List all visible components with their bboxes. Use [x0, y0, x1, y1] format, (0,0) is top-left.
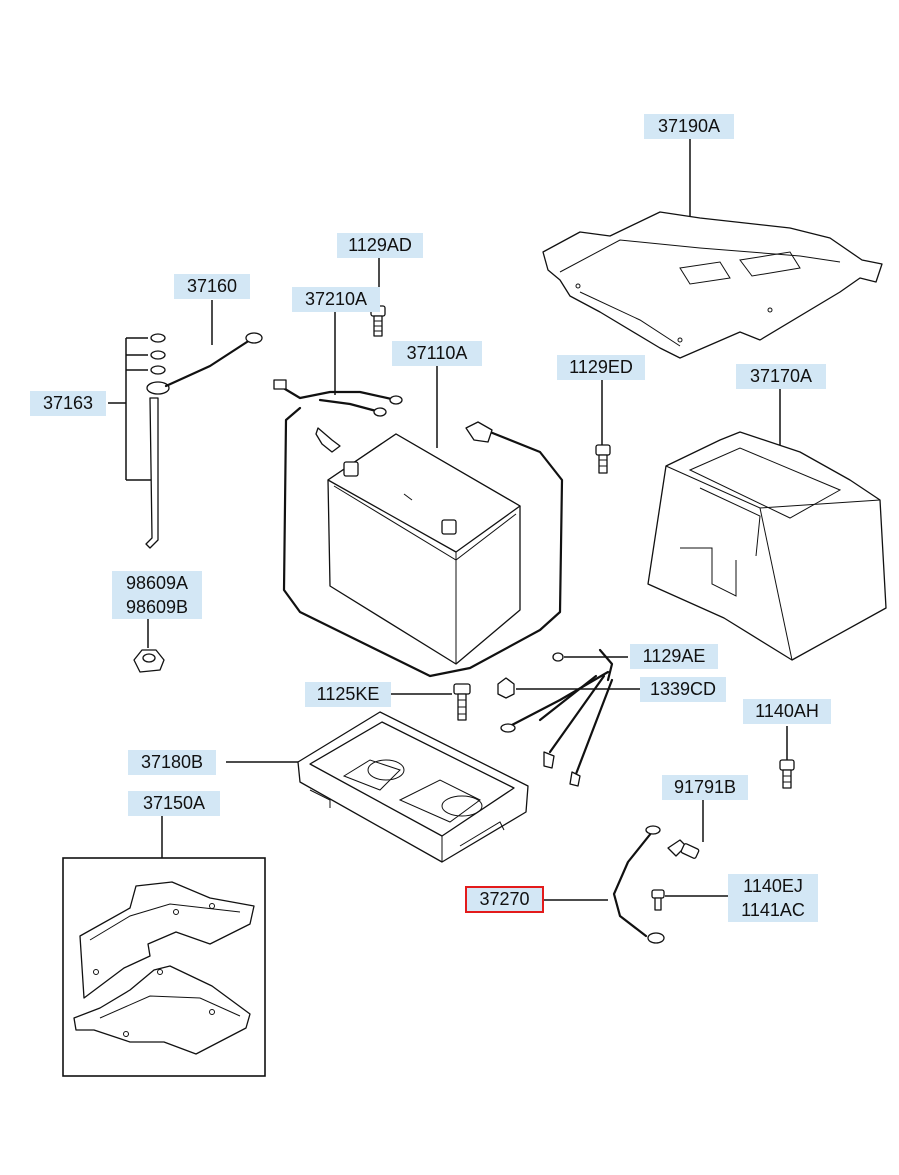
label-37190A[interactable]: 37190A	[644, 114, 734, 139]
bracket-37150A-drawing	[62, 857, 266, 1077]
label-1140AH[interactable]: 1140AH	[743, 699, 831, 724]
label-91791B[interactable]: 91791B	[662, 775, 748, 800]
label-1129ED[interactable]: 1129ED	[557, 355, 645, 380]
label-98609A-98609B[interactable]: 98609A 98609B	[112, 571, 202, 619]
label-1129AD[interactable]: 1129AD	[337, 233, 423, 258]
insulator-37170A-drawing	[647, 431, 887, 661]
label-1141AC: 1141AC	[741, 900, 805, 920]
fasteners-lower-drawing	[453, 648, 614, 787]
label-37150A[interactable]: 37150A	[128, 791, 220, 816]
bolt-1140AH-drawing	[779, 759, 795, 789]
cover-plate-37190A-drawing	[542, 211, 883, 359]
battery-37110A-drawing	[273, 379, 564, 678]
label-1129AE[interactable]: 1129AE	[630, 644, 718, 669]
bolt-1129ED-drawing	[595, 444, 611, 474]
label-37170A[interactable]: 37170A	[736, 364, 826, 389]
clip-98609A-drawing	[133, 649, 165, 673]
label-37180B[interactable]: 37180B	[128, 750, 216, 775]
label-1339CD[interactable]: 1339CD	[640, 677, 726, 702]
label-37210A[interactable]: 37210A	[292, 287, 380, 312]
label-1140EJ: 1140EJ	[743, 876, 803, 896]
ground-cable-37270-drawing	[612, 825, 700, 944]
label-1125KE[interactable]: 1125KE	[305, 682, 391, 707]
label-37110A[interactable]: 37110A	[392, 341, 482, 366]
cable-37160-drawing	[145, 332, 263, 549]
label-37163[interactable]: 37163	[30, 391, 106, 416]
label-98609A: 98609A	[125, 573, 189, 593]
label-37270-selected[interactable]: 37270	[465, 886, 544, 913]
tray-37180B-drawing	[297, 711, 529, 863]
label-1140EJ-1141AC[interactable]: 1140EJ 1141AC	[728, 874, 818, 922]
label-98609B: 98609B	[125, 597, 189, 617]
label-37160[interactable]: 37160	[174, 274, 250, 299]
